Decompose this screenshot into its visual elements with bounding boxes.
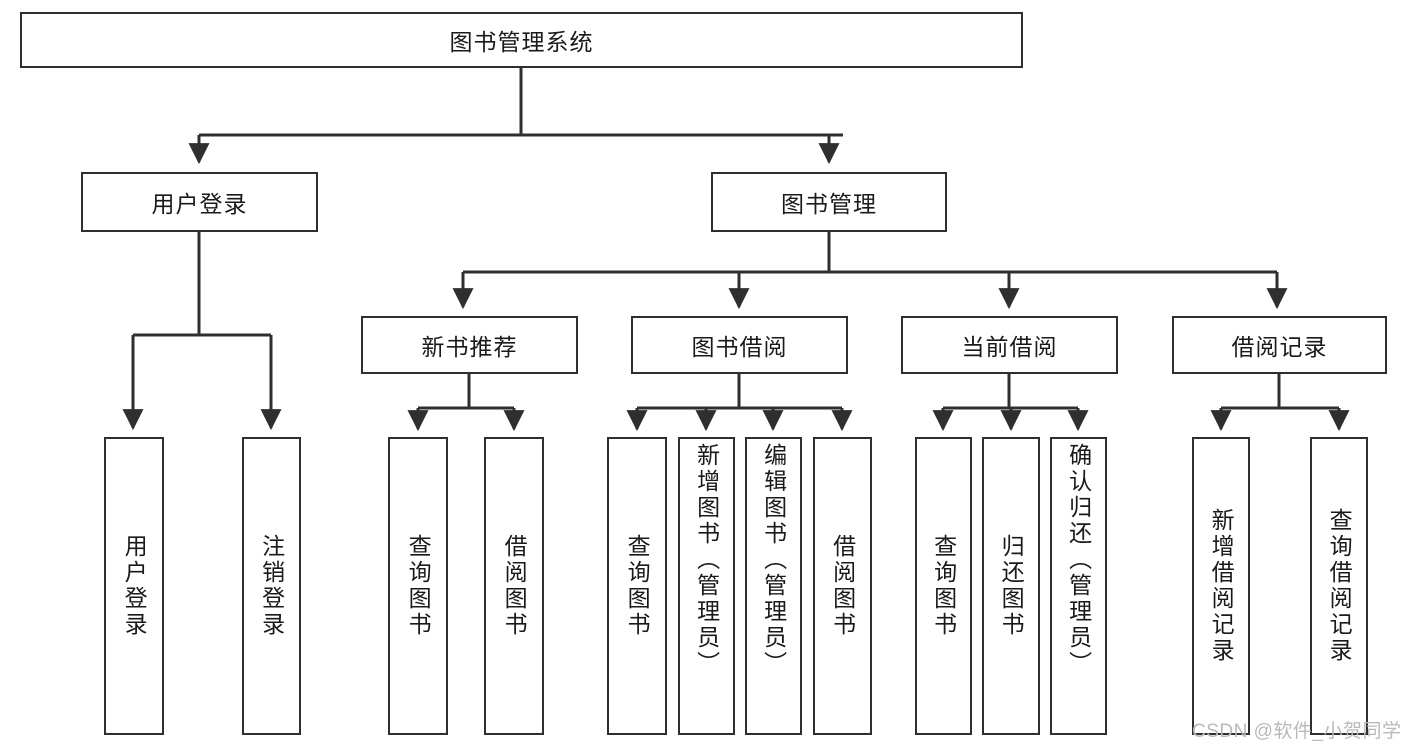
node-new-book-recommend[interactable]: 新书推荐 <box>361 316 578 374</box>
node-label: 归还图书 <box>998 534 1025 638</box>
csdn-watermark: CSDN @软件_小贺同学 <box>1192 721 1402 742</box>
connector-group-borrow-records <box>1210 374 1350 432</box>
connector-group-current-borrow <box>932 374 1089 432</box>
node-label: 新书推荐 <box>421 334 518 360</box>
node-label: 图书管理系统 <box>449 29 594 55</box>
connector-group-root <box>188 68 843 165</box>
node-label: 图书管理 <box>781 191 877 217</box>
node-book-management[interactable]: 图书管理 <box>711 172 947 232</box>
node-leaf-query-book-current[interactable]: 查询图书 <box>915 437 972 735</box>
node-leaf-return-book[interactable]: 归还图书 <box>982 437 1040 735</box>
node-label: 注销登录 <box>258 534 285 638</box>
node-label: 查询图书 <box>405 534 432 638</box>
node-leaf-edit-book-admin[interactable]: 编辑图书（管理员） <box>745 437 802 735</box>
node-label: 当前借阅 <box>961 334 1058 360</box>
node-leaf-logout-login[interactable]: 注销登录 <box>242 437 301 735</box>
node-label: 用户登录 <box>121 534 148 638</box>
node-leaf-query-book-borrow[interactable]: 查询图书 <box>607 437 667 735</box>
node-borrow-records[interactable]: 借阅记录 <box>1172 316 1387 374</box>
node-label: 新增图书（管理员） <box>693 443 720 677</box>
node-label: 新增借阅记录 <box>1208 508 1235 664</box>
node-leaf-confirm-return-admin[interactable]: 确认归还（管理员） <box>1050 437 1107 735</box>
node-leaf-add-book-admin[interactable]: 新增图书（管理员） <box>678 437 735 735</box>
node-label: 查询借阅记录 <box>1326 508 1353 664</box>
connector-group-book-borrow <box>626 374 853 432</box>
node-label: 用户登录 <box>151 191 248 217</box>
node-label: 确认归还（管理员） <box>1065 443 1092 677</box>
node-label: 查询图书 <box>624 534 651 638</box>
node-user-login[interactable]: 用户登录 <box>81 172 318 232</box>
node-label: 借阅图书 <box>829 534 856 638</box>
node-current-borrow[interactable]: 当前借阅 <box>901 316 1118 374</box>
node-label: 编辑图书（管理员） <box>760 443 787 677</box>
node-book-borrow[interactable]: 图书借阅 <box>631 316 848 374</box>
node-label: 查询图书 <box>930 534 957 638</box>
node-leaf-add-borrow-record[interactable]: 新增借阅记录 <box>1192 437 1250 735</box>
node-root-system[interactable]: 图书管理系统 <box>20 12 1023 68</box>
node-leaf-user-login[interactable]: 用户登录 <box>104 437 164 735</box>
connector-group-user-login <box>122 232 282 431</box>
connector-group-new-book-recommend <box>407 374 525 432</box>
node-label: 借阅记录 <box>1231 334 1328 360</box>
node-label: 借阅图书 <box>501 534 528 638</box>
node-leaf-borrow-book-recommend[interactable]: 借阅图书 <box>484 437 544 735</box>
node-leaf-query-borrow-record[interactable]: 查询借阅记录 <box>1310 437 1368 735</box>
node-label: 图书借阅 <box>691 334 788 360</box>
node-leaf-query-book-recommend[interactable]: 查询图书 <box>388 437 448 735</box>
node-leaf-borrow-book[interactable]: 借阅图书 <box>813 437 872 735</box>
connector-group-book-management <box>452 232 1288 310</box>
